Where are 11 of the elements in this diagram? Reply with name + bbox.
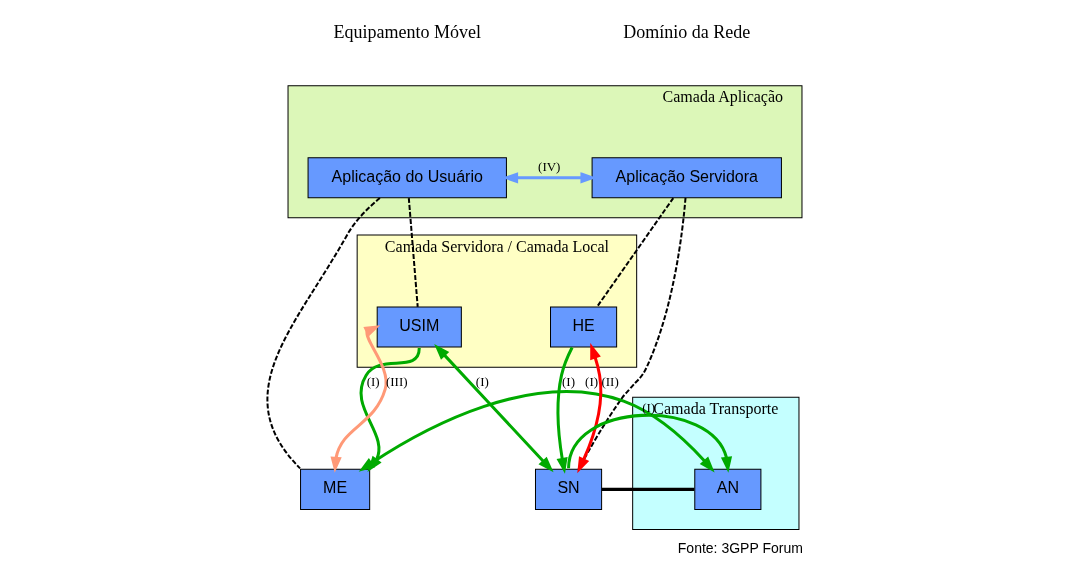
edge-label: (I) [366, 373, 380, 389]
edge-label: (I) [562, 373, 576, 389]
label: Domínio da Rede [623, 21, 751, 42]
label: Equipamento Móvel [333, 21, 482, 42]
caption: Fonte: 3GPP Forum [677, 539, 803, 556]
edge-label: (I) [585, 373, 599, 389]
edge-label: (I) [475, 373, 489, 389]
edge-label: (I) [642, 399, 656, 415]
edge-label: (III) [385, 373, 408, 389]
edge-label: (IV) [538, 159, 561, 175]
edge-label: (II) [601, 373, 619, 389]
